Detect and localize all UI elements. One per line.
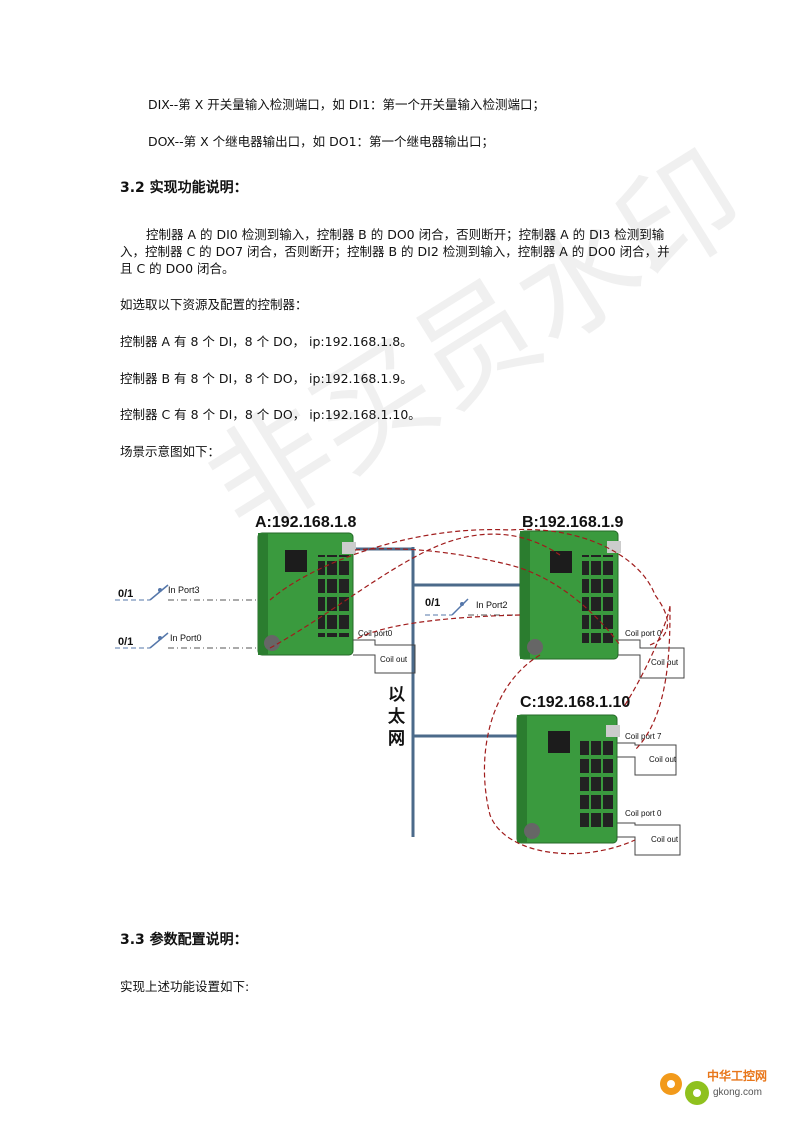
- coil-c-port7-label: Coil port 7: [625, 732, 662, 741]
- input-port2-label: In Port2: [476, 600, 508, 610]
- board-a: [257, 532, 356, 656]
- coil-b-port0: [618, 639, 685, 679]
- board-a-label: A:192.168.1.8: [255, 514, 357, 531]
- input-port3: [115, 584, 258, 601]
- board-c: [516, 714, 620, 844]
- coil-c-port0-label: Coil port 0: [625, 809, 662, 818]
- control-links: [269, 528, 671, 855]
- switch-value-port0: 0/1: [118, 636, 133, 648]
- input-port3-label: In Port3: [168, 585, 200, 595]
- controller-b-spec: 控制器 B 有 8 个 DI，8 个 DO， ip:192.168.1.9。: [120, 371, 413, 386]
- switch-value-port3: 0/1: [118, 588, 133, 600]
- logo-name: 中华工控网: [707, 1068, 767, 1083]
- dix-definition: DIX--第 X 开关量输入检测端口，如 DI1：第一个开关量输入检测端口；: [148, 97, 546, 112]
- ethernet-bus: [350, 547, 520, 837]
- board-b-label: B:192.168.1.9: [522, 514, 624, 531]
- controller-intro: 如选取以下资源及配置的控制器：: [120, 297, 308, 312]
- controller-a-spec: 控制器 A 有 8 个 DI，8 个 DO， ip:192.168.1.8。: [120, 334, 413, 349]
- coil-c-out-label-1: Coil out: [649, 755, 677, 764]
- coil-a-out-label: Coil out: [380, 655, 408, 664]
- switch-value-port2: 0/1: [425, 597, 440, 609]
- ethernet-label-1: 以: [388, 685, 405, 704]
- coil-c-out-label-2: Coil out: [651, 835, 679, 844]
- ethernet-label-2: 太: [388, 706, 406, 726]
- coil-a-port0: [353, 639, 416, 674]
- function-paragraph: 控制器 A 的 DI0 检测到输入，控制器 B 的 DO0 闭合，否则断开；控制…: [120, 227, 670, 276]
- coil-c-port7: [617, 742, 677, 776]
- gear-logo-icon: 中华工控网 gkong.com: [660, 1068, 767, 1105]
- scene-diagram: 以 太 网 A:192.168.1.8 B:192.168.1.9 C:192.…: [115, 514, 685, 856]
- gkong-logo: 中华工控网 gkong.com: [655, 1060, 790, 1110]
- coil-b-out-label: Coil out: [651, 658, 679, 667]
- input-port0-label: In Port0: [170, 633, 202, 643]
- logo-url: gkong.com: [713, 1087, 762, 1098]
- coil-b-port0-label: Coil port 0: [625, 629, 662, 638]
- dox-definition: DOX--第 X 个继电器输出口，如 DO1：第一个继电器输出口；: [148, 134, 495, 149]
- controller-c-spec: 控制器 C 有 8 个 DI，8 个 DO， ip:192.168.1.10。: [120, 407, 421, 422]
- ethernet-label-3: 网: [388, 729, 405, 748]
- board-c-label: C:192.168.1.10: [520, 694, 630, 711]
- coil-a-port0-label: Coil port0: [358, 629, 393, 638]
- section-3-2-title: 3.2 实现功能说明：: [120, 180, 248, 196]
- config-intro: 实现上述功能设置如下:: [120, 979, 250, 994]
- input-port0: [115, 632, 258, 649]
- section-3-3-title: 3.3 参数配置说明：: [120, 932, 248, 948]
- board-b: [519, 530, 621, 660]
- scene-caption: 场景示意图如下：: [120, 444, 221, 459]
